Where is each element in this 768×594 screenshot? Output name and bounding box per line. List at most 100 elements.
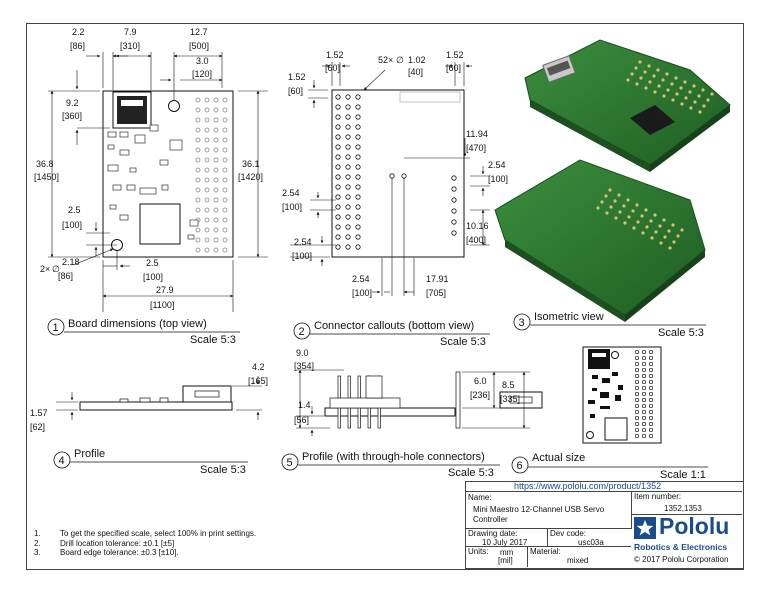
view-label-6: 6 Actual size Scale 1:1: [511, 452, 708, 481]
pin-hole: [335, 124, 341, 130]
iso-pin-pad: [688, 90, 692, 94]
pin-hole: [355, 184, 361, 190]
product-url[interactable]: https://www.pololu.com/product/1352: [514, 481, 662, 491]
view-scale: Scale 5:3: [658, 327, 704, 339]
pin-hole: [195, 117, 201, 123]
pin-hole: [641, 397, 647, 403]
smd-part: [592, 375, 598, 379]
connector-dim-lines: [290, 62, 490, 296]
iso-pin-pad: [618, 210, 622, 214]
iso-pin-pad: [626, 198, 630, 202]
pin-hole: [195, 147, 201, 153]
pin-hole: [213, 117, 219, 123]
iso-pin-pad: [639, 76, 643, 80]
profile-th-dim-lines: [296, 369, 530, 436]
pin-hole: [648, 397, 654, 403]
iso-pin-pad: [614, 216, 618, 220]
pin-hole: [335, 184, 341, 190]
view-scale: Scale 5:3: [440, 336, 486, 348]
iso-pin-pad: [627, 215, 631, 219]
dim-text: 2.2: [72, 27, 85, 37]
pin-hole: [641, 433, 647, 439]
pin-hole: [451, 208, 457, 214]
dim-text: 1.57: [30, 408, 48, 418]
dim-text: [86]: [58, 271, 73, 281]
view-title: Isometric view: [534, 311, 604, 323]
pin-hole: [204, 217, 210, 223]
pin-hole: [451, 197, 457, 203]
pin-hole: [222, 187, 228, 193]
dim-text: [236]: [470, 390, 490, 400]
material: mixed: [567, 556, 589, 565]
pin-hole: [204, 137, 210, 143]
pin-hole: [213, 247, 219, 253]
dev-code: usc03a: [578, 538, 604, 547]
dim-text: 36.1: [242, 159, 260, 169]
dim-text: [100]: [282, 202, 302, 212]
dim-text: [1100]: [150, 300, 174, 310]
pin-hole: [335, 204, 341, 210]
pin-hole: [648, 409, 654, 415]
iso-pin-pad: [676, 234, 680, 238]
pin-hole: [355, 134, 361, 140]
pin-hole: [204, 107, 210, 113]
pin-hole: [641, 373, 647, 379]
dim-text: [86]: [70, 41, 85, 51]
dim-text: 17.91: [426, 274, 449, 284]
pin-hole: [213, 137, 219, 143]
pin-hole: [345, 114, 351, 120]
pin-hole: [355, 124, 361, 130]
pin-hole: [222, 217, 228, 223]
pin-hole: [648, 367, 654, 373]
pin-hole: [641, 427, 647, 433]
pin-hole: [195, 197, 201, 203]
note-item: 3.Board edge tolerance: ±0.3 [±10].: [34, 548, 179, 557]
iso-pin-pad: [692, 84, 696, 88]
iso-pin-pad: [622, 204, 626, 208]
iso-pin-pad: [679, 86, 683, 90]
dim-text: [100]: [488, 174, 508, 184]
pin-hole: [634, 379, 640, 385]
pin-hole: [355, 164, 361, 170]
pin-hole: [213, 97, 219, 103]
iso-pin-pad: [635, 203, 639, 207]
iso-pin-pad: [608, 188, 612, 192]
svg-text:4: 4: [59, 455, 65, 467]
pin-hole: [222, 127, 228, 133]
pin-hole: [641, 361, 647, 367]
dim-text: 52×: [378, 55, 393, 65]
dim-text: 12.7: [190, 27, 208, 37]
smd-part: [590, 414, 595, 418]
view-scale: Scale 5:3: [448, 467, 494, 479]
iso-pin-pad: [697, 94, 701, 98]
note-item: 2.Drill location tolerance: ±0.1 [±5]: [34, 538, 175, 548]
dim-text: [62]: [30, 422, 45, 432]
iso-pin-pad: [626, 78, 630, 82]
iso-pin-pad: [680, 228, 684, 232]
pin-hole: [222, 157, 228, 163]
pin-hole: [634, 427, 640, 433]
pin-hole: [335, 194, 341, 200]
iso-pin-pad: [634, 66, 638, 70]
iso-pin-pad: [645, 225, 649, 229]
pin-hole: [648, 355, 654, 361]
pin-hole: [648, 433, 654, 439]
iso-pin-pad: [706, 98, 710, 102]
board-dim-text: 2.2 [86] 7.9 [310] 12.7 [500] 3.0 [120] …: [34, 27, 263, 310]
pin-hole: [355, 154, 361, 160]
iso-pin-pad: [635, 82, 639, 86]
iso-pin-pad: [710, 92, 714, 96]
iso-pin-pad: [684, 96, 688, 100]
pin-hole: [335, 224, 341, 230]
iso-pin-pad: [632, 226, 636, 230]
pin-hole: [335, 214, 341, 220]
pin-hole: [634, 355, 640, 361]
pin-hole: [451, 186, 457, 192]
pin-hole: [222, 147, 228, 153]
pin-hole: [222, 167, 228, 173]
pin-hole: [634, 403, 640, 409]
pin-hole: [204, 237, 210, 243]
dim-text: 1.4: [298, 400, 311, 410]
view-label-5: 5 Profile (with through-hole connectors)…: [281, 451, 500, 479]
iso-pin-pad: [640, 214, 644, 218]
